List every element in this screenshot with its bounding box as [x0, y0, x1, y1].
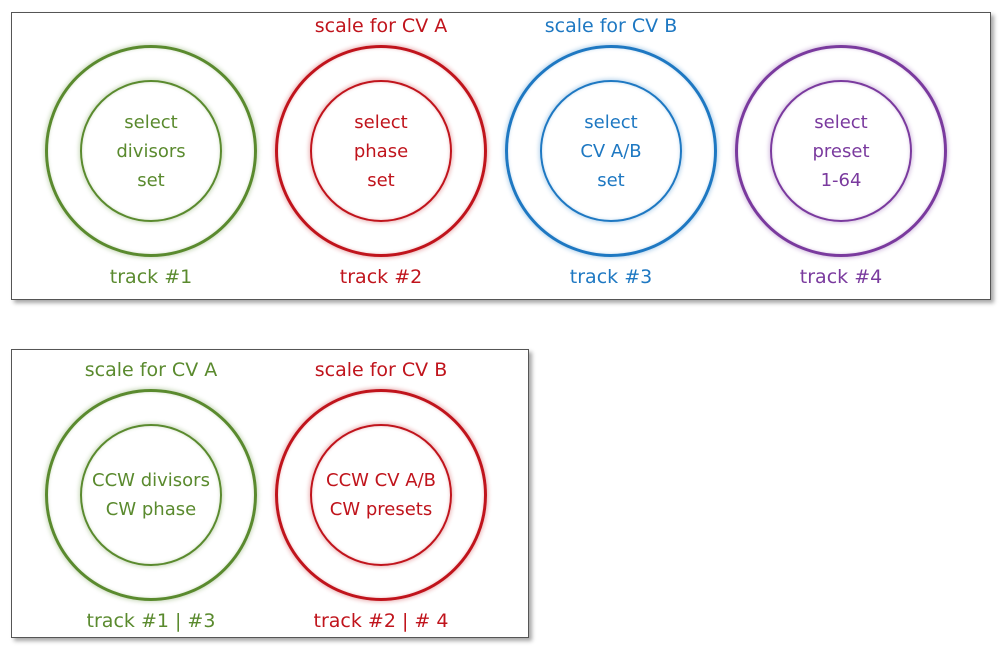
encoder-center-text: select divisors set: [80, 80, 222, 222]
encoder-track-4[interactable]: select preset 1-64 track #4: [726, 9, 956, 299]
encoder-center-text: CCW CV A/B CW presets: [310, 424, 452, 566]
center-line-3: set: [137, 169, 165, 191]
outer-ring[interactable]: [45, 389, 257, 601]
inner-ring[interactable]: [310, 80, 452, 222]
encoder-track-1[interactable]: select divisors set track #1: [36, 9, 266, 299]
encoder-track-label: track #1 | #3: [86, 610, 216, 632]
encoder-track-label: track #2 | # 4: [313, 610, 449, 632]
center-line-1: select: [814, 111, 868, 133]
center-line-3: set: [367, 169, 395, 191]
encoder-track-label: track #3: [569, 266, 653, 288]
center-line-1: CCW divisors: [92, 470, 210, 491]
encoder-top-label: scale for CV A: [314, 15, 448, 37]
outer-ring[interactable]: [45, 45, 257, 257]
encoder-track-label: track #4: [799, 266, 883, 288]
inner-ring[interactable]: [80, 424, 222, 566]
encoder-top-label: scale for CV B: [314, 359, 448, 381]
inner-ring[interactable]: [770, 80, 912, 222]
center-line-2: phase: [353, 140, 409, 162]
encoder-center-text: select phase set: [310, 80, 452, 222]
encoder-track-3[interactable]: scale for CV B select CV A/B set track #…: [496, 9, 726, 299]
encoder-center-text: select CV A/B set: [540, 80, 682, 222]
center-line-2: preset: [812, 140, 870, 162]
outer-ring[interactable]: [275, 45, 487, 257]
center-line-3: set: [597, 169, 625, 191]
center-line-1: CCW CV A/B: [326, 470, 436, 491]
inner-ring[interactable]: [540, 80, 682, 222]
bottom-encoder-panel: scale for CV A CCW divisors CW phase tra…: [11, 349, 529, 638]
outer-ring[interactable]: [275, 389, 487, 601]
encoder-top-label: scale for CV A: [84, 359, 218, 381]
encoder-center-text: CCW divisors CW phase: [80, 424, 222, 566]
encoder-top-label: scale for CV B: [544, 15, 678, 37]
encoder-track-2-4[interactable]: scale for CV B CCW CV A/B CW presets tra…: [266, 353, 496, 643]
center-line-2: CV A/B: [580, 140, 642, 162]
encoder-track-label: track #1: [109, 266, 193, 288]
outer-ring[interactable]: [505, 45, 717, 257]
outer-ring[interactable]: [735, 45, 947, 257]
encoder-track-2[interactable]: scale for CV A select phase set track #2: [266, 9, 496, 299]
encoder-track-label: track #2: [339, 266, 423, 288]
inner-ring[interactable]: [310, 424, 452, 566]
encoder-track-1-3[interactable]: scale for CV A CCW divisors CW phase tra…: [36, 353, 266, 643]
center-line-2: CW presets: [329, 499, 433, 520]
top-encoder-panel: select divisors set track #1 scale for C…: [11, 12, 991, 300]
center-line-1: select: [124, 111, 178, 133]
center-line-1: select: [584, 111, 638, 133]
encoder-center-text: select preset 1-64: [770, 80, 912, 222]
center-line-3: 1-64: [820, 169, 862, 191]
center-line-2: divisors: [116, 140, 186, 162]
inner-ring[interactable]: [80, 80, 222, 222]
center-line-1: select: [354, 111, 408, 133]
center-line-2: CW phase: [105, 499, 197, 520]
